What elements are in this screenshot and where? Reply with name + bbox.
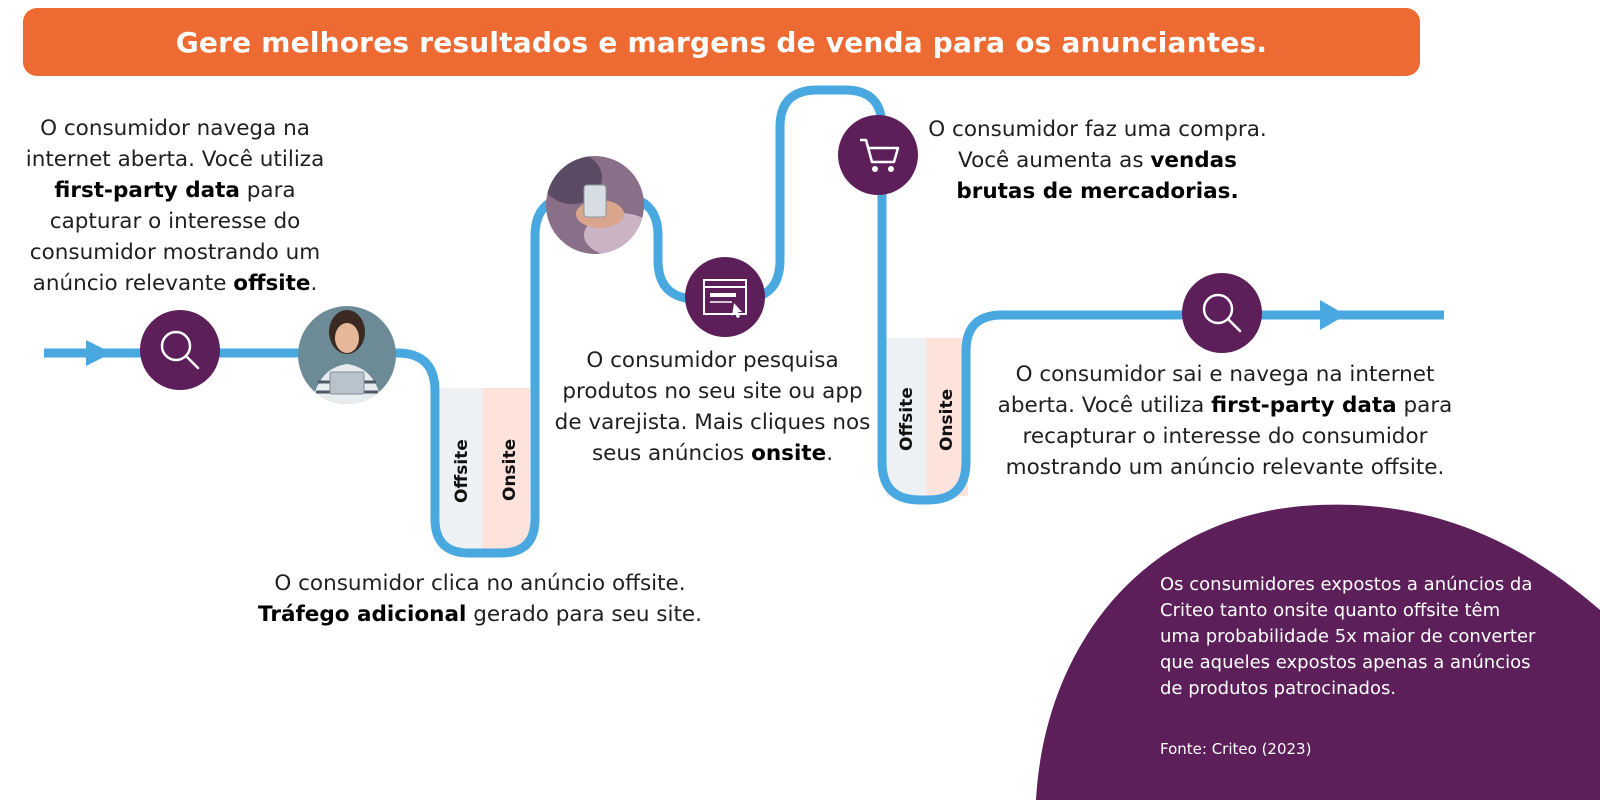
- callout-text: Os consumidores expostos a anúncios da C…: [1160, 574, 1536, 699]
- onsite-label-right: Onsite: [937, 389, 957, 451]
- onsite-zone-right: [926, 338, 968, 496]
- header-banner: Gere melhores resultados e margens de ve…: [23, 8, 1420, 76]
- banner-title: Gere melhores resultados e margens de ve…: [175, 25, 1268, 59]
- step5-text: O consumidor sai e navega na internet ab…: [997, 362, 1453, 480]
- step3-text: O consumidor pesquisa produtos no seu si…: [554, 348, 871, 466]
- start-arrow: [86, 340, 112, 366]
- hands-phone-photo: [546, 156, 644, 254]
- offsite-label-left: Offsite: [452, 439, 472, 503]
- end-arrow: [1320, 300, 1346, 330]
- shopping-cart-icon: [838, 115, 918, 195]
- offsite-zone-right: [886, 338, 926, 496]
- step1-text: O consumidor navega na internet aberta. …: [25, 116, 325, 296]
- person-photo: [298, 306, 396, 404]
- web-ad-click-icon: [685, 257, 765, 337]
- offsite-zone-left: [440, 388, 482, 550]
- step2-text: O consumidor clica no anúncio offsite. T…: [258, 571, 702, 627]
- onsite-zone-left: [482, 388, 530, 550]
- onsite-label-left: Onsite: [500, 439, 520, 501]
- offsite-label-right: Offsite: [897, 387, 917, 451]
- search-icon: [1182, 273, 1262, 353]
- callout-source: Fonte: Criteo (2023): [1160, 740, 1312, 758]
- search-icon: [140, 310, 220, 390]
- callout-blob: [1036, 504, 1600, 800]
- step4-text: O consumidor faz uma compra. Você aument…: [928, 117, 1267, 204]
